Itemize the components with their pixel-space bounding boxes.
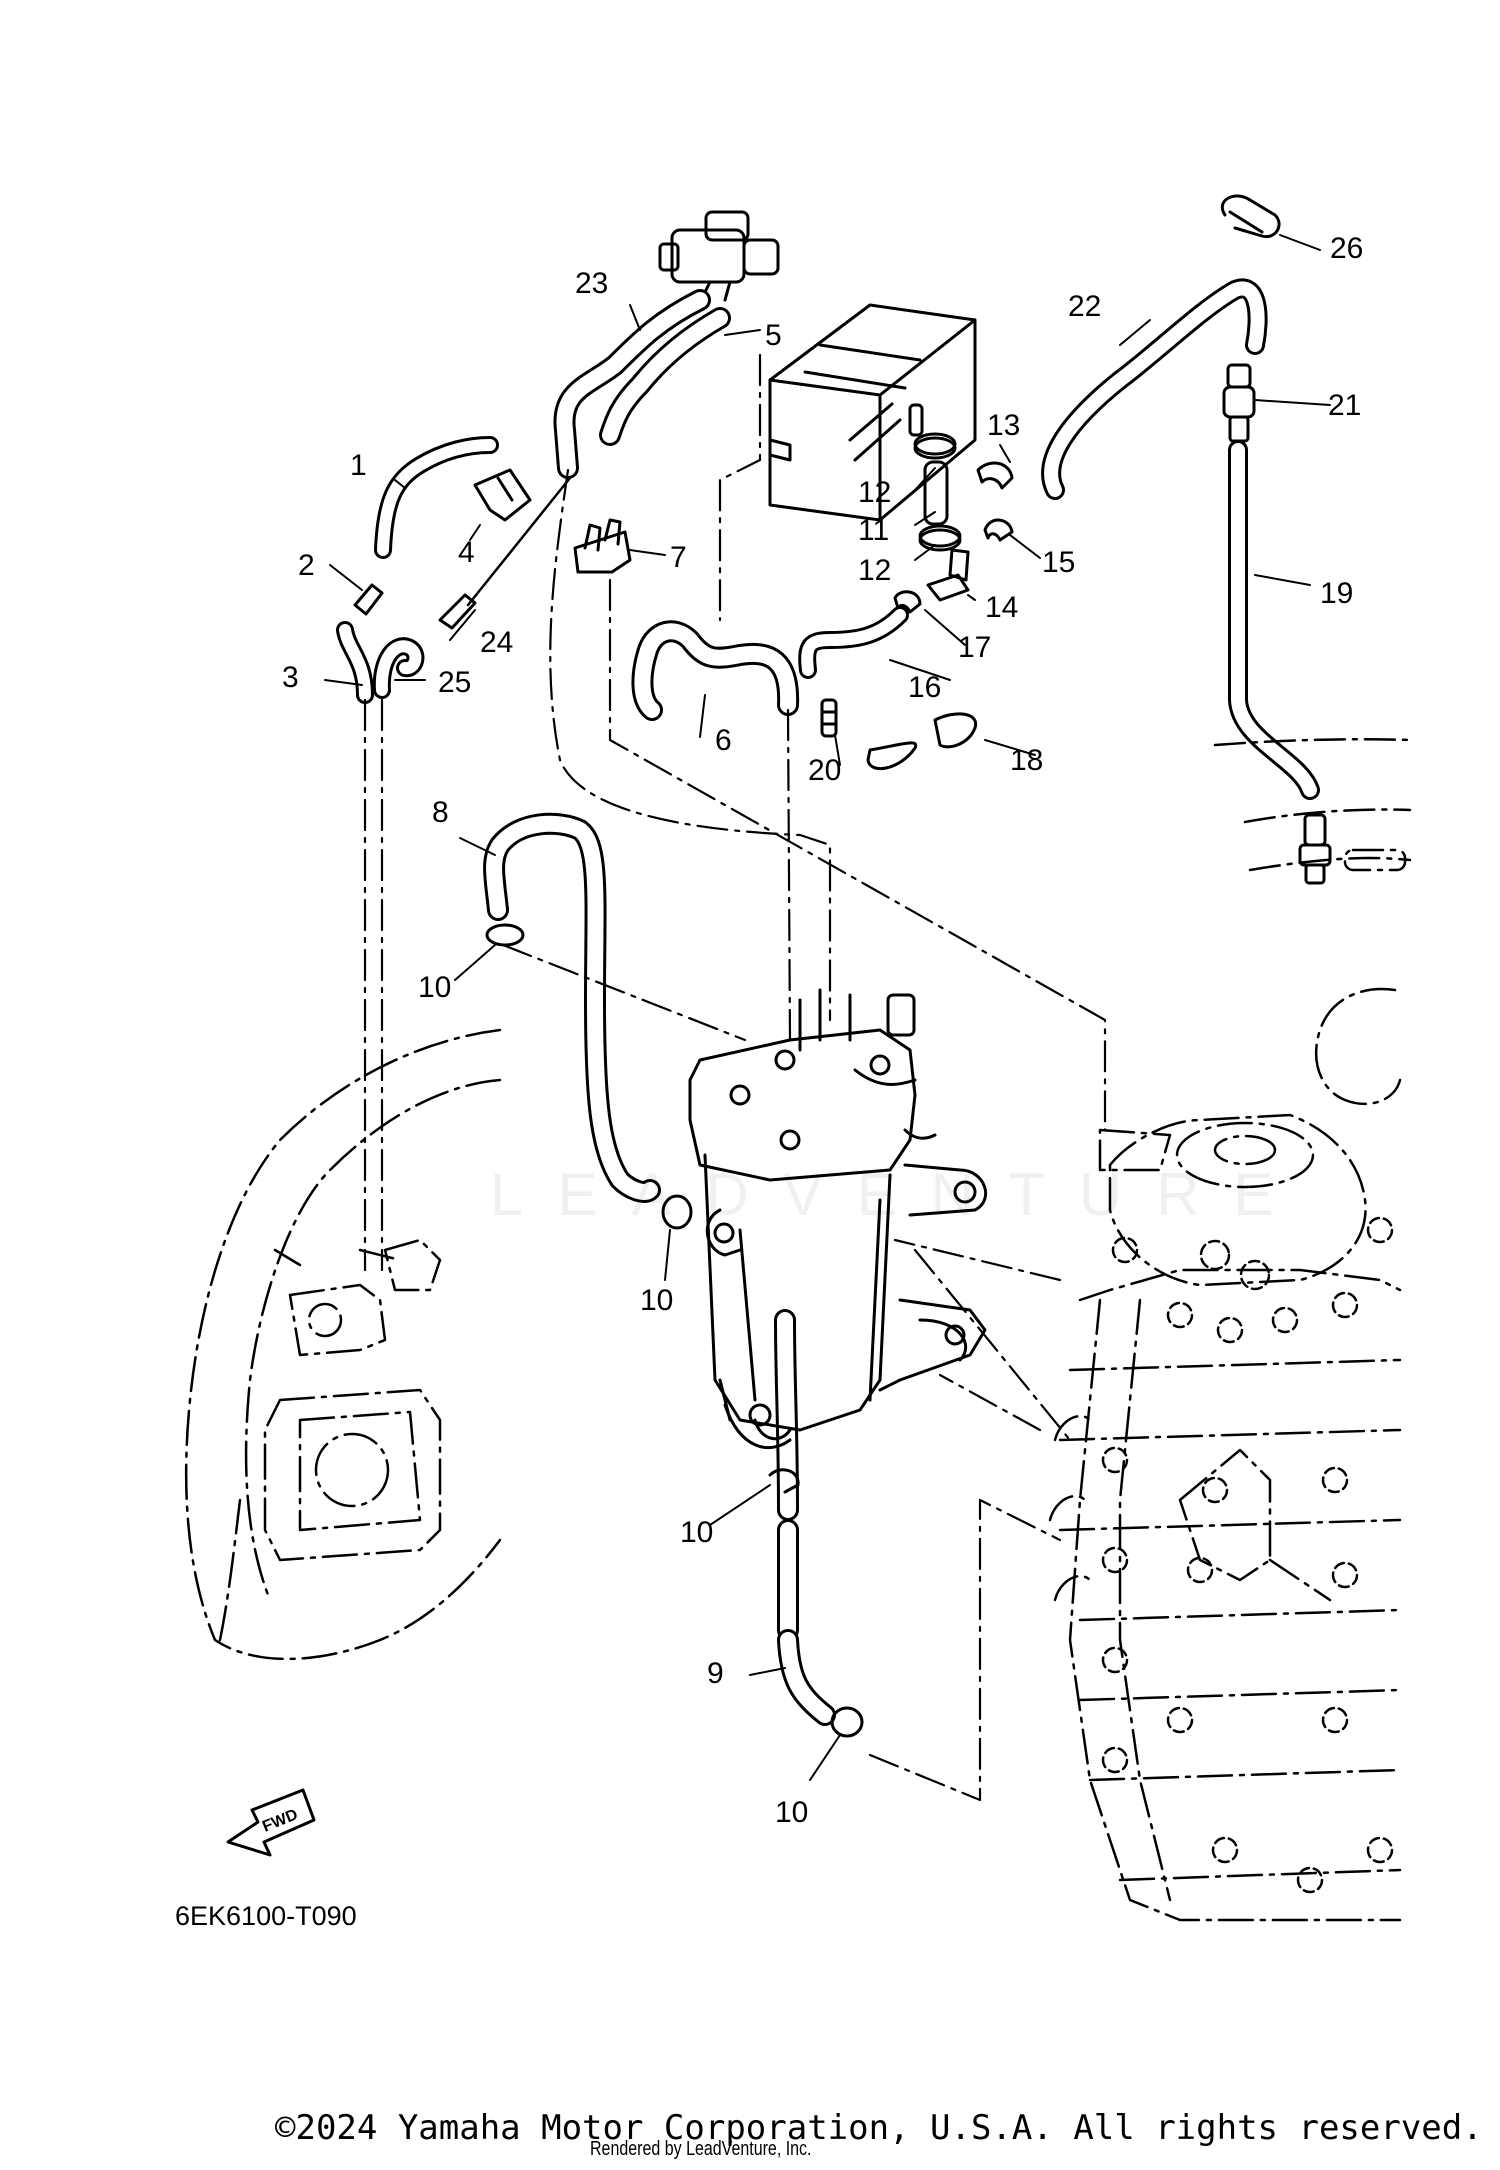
charcoal-canister [768,303,977,522]
clamp-10-a [485,923,525,947]
part-label-13: 13 [987,409,1020,442]
hose-23 [553,289,711,479]
part-label-2: 2 [298,549,315,582]
clip-7 [573,518,632,574]
copyright-notice: ©2024 Yamaha Motor Corporation, U.S.A. A… [275,2108,1483,2148]
engine-block-outline [1048,987,1402,1922]
clip-4 [473,468,532,522]
clamp-10-d [830,1706,864,1738]
clamp-12-upper [913,432,957,460]
part-label-20: 20 [808,754,841,787]
hose-25 [372,637,425,699]
cowling-outline [1213,737,1412,872]
part-label-23: 23 [575,267,608,300]
clamp-12-lower [918,524,962,552]
part-labels: 1 2 3 4 5 6 7 8 9 10 10 10 10 11 12 12 1… [282,232,1363,1829]
diagram-code: 6EK6100-T090 [175,1901,357,1931]
part-label-4: 4 [458,536,475,569]
part-label-10-a: 10 [418,971,451,1004]
part-label-21: 21 [1328,389,1361,422]
part-label-14: 14 [985,591,1018,624]
connection-lines [363,353,1107,1802]
part-label-6: 6 [715,724,732,757]
hose-9 [774,1309,836,1726]
fitting-24 [438,593,477,630]
clamp-10-c [768,1468,800,1494]
clip-13 [976,461,1014,490]
fwd-badge-text: FWD [260,1806,300,1835]
vapor-separator [688,988,988,1449]
part-label-10-b: 10 [640,1284,673,1317]
hose-6 [631,620,800,721]
hose-22 [1041,278,1268,500]
hose-5 [599,307,731,446]
part-label-24: 24 [480,626,513,659]
hose-19 [1228,440,1320,800]
part-label-8: 8 [432,796,449,829]
part-label-18: 18 [1010,744,1043,777]
fwd-arrow-icon [226,1788,316,1857]
leader-lines [324,234,1331,1781]
part-label-17: 17 [958,631,991,664]
part-label-12-b: 12 [858,554,891,587]
part-label-12-a: 12 [858,476,891,509]
part-label-15: 15 [1042,546,1075,579]
part-label-5: 5 [765,319,782,352]
fitting-2 [353,583,384,616]
part-label-9: 9 [707,1657,724,1690]
part-label-1: 1 [350,449,367,482]
solenoid-valve [658,210,780,304]
part-label-25: 25 [438,666,471,699]
nozzle-20 [820,698,838,738]
clamp-26 [1221,194,1281,239]
hose-16 [798,606,909,679]
part-label-7: 7 [670,541,687,574]
part-label-26: 26 [1330,232,1363,265]
part-label-16: 16 [908,671,941,704]
part-label-19: 19 [1320,577,1353,610]
part-label-10-c: 10 [680,1516,713,1549]
watermark: LEADVENTURE [490,1161,1308,1228]
clamp-10-b [661,1194,693,1230]
part-label-3: 3 [282,661,299,694]
clip-18 [866,712,978,770]
clamp-15 [983,518,1014,542]
fitting-bottom-19 [1298,813,1332,885]
hose-1 [374,436,499,559]
joint-21 [1222,363,1256,443]
part-label-22: 22 [1068,290,1101,323]
part-label-10-d: 10 [775,1796,808,1829]
hose-8 [483,812,661,1203]
joint-14 [926,548,970,602]
hose-3 [336,621,374,704]
pipe-24-line [466,476,572,607]
rendered-by-credit: Rendered by LeadVenture, Inc. [590,2138,812,2160]
hose-11 [923,460,949,526]
engine-bolts [1101,1216,1394,1894]
left-engine-outline [184,1028,502,1661]
part-label-11: 11 [858,514,889,547]
